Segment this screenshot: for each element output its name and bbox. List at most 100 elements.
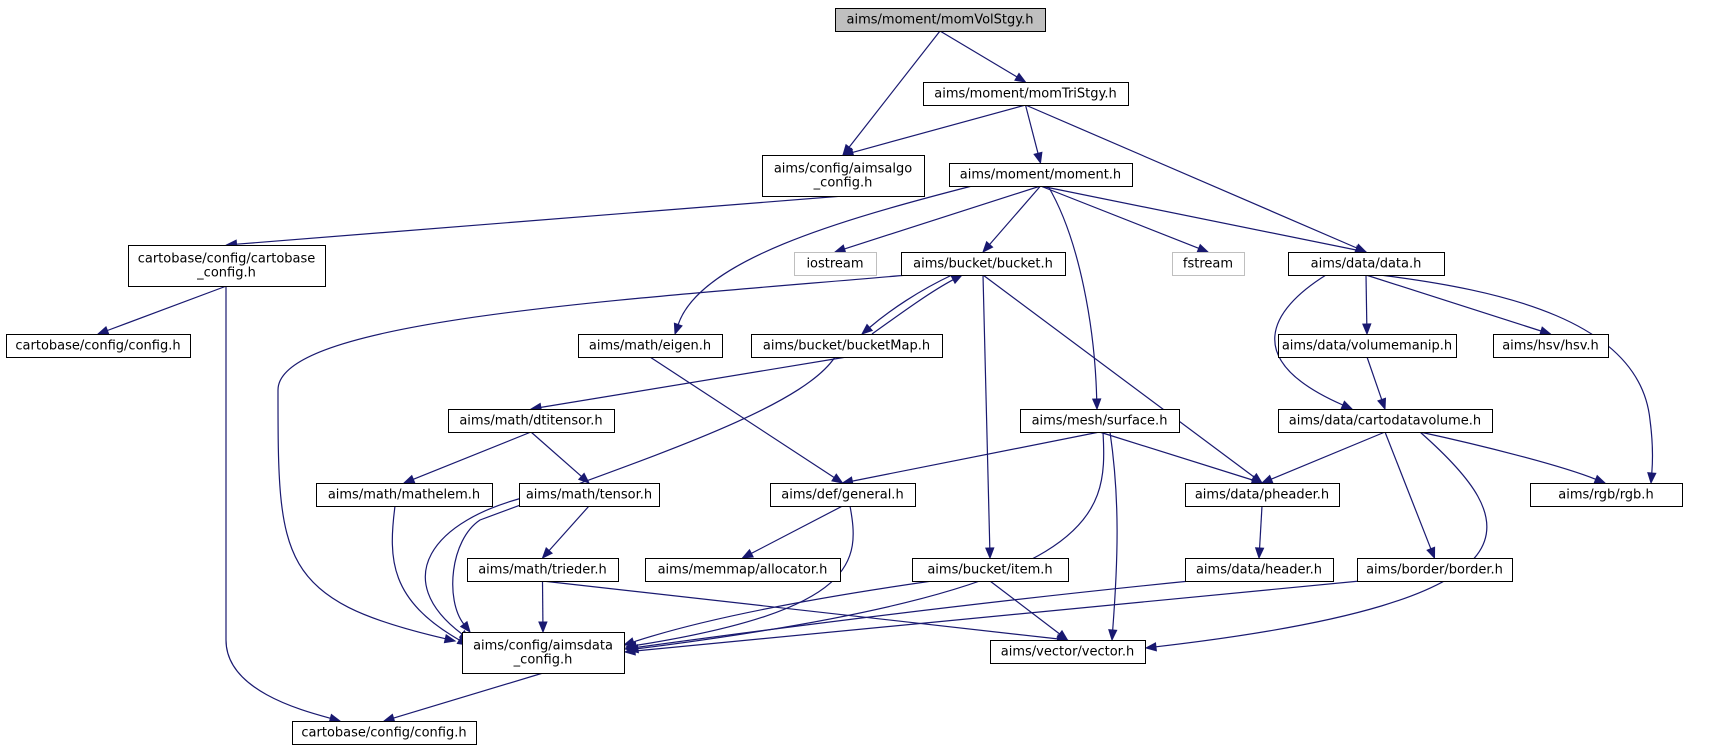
edge-arrowhead bbox=[622, 637, 636, 647]
node-momTriStgy[interactable]: aims/moment/momTriStgy.h bbox=[923, 82, 1129, 106]
node-momVolStgy[interactable]: aims/moment/momVolStgy.h bbox=[835, 8, 1046, 32]
edge-arrowhead bbox=[382, 713, 396, 723]
node-border[interactable]: aims/border/border.h bbox=[1357, 558, 1513, 582]
edge-moment-to-eigen bbox=[673, 185, 973, 336]
edge-line bbox=[982, 274, 991, 549]
node-label: aims/bucket/bucket.h bbox=[913, 257, 1053, 272]
node-label: aims/math/tensor.h bbox=[526, 488, 652, 503]
edges-layer bbox=[96, 30, 1657, 723]
node-cartobase-config[interactable]: cartobase/config/cartobase_config.h bbox=[128, 245, 326, 287]
node-data[interactable]: aims/data/data.h bbox=[1288, 252, 1445, 276]
node-moment[interactable]: aims/moment/moment.h bbox=[949, 163, 1133, 187]
edge-line bbox=[649, 356, 835, 479]
node-label: aims/moment/momVolStgy.h bbox=[847, 13, 1034, 28]
edge-line bbox=[542, 580, 1058, 640]
edge-moment-to-data bbox=[1040, 185, 1368, 255]
edge-arrowhead bbox=[860, 323, 874, 335]
node-rgb[interactable]: aims/rgb/rgb.h bbox=[1530, 483, 1683, 507]
node-tensor[interactable]: aims/math/tensor.h bbox=[519, 483, 660, 507]
node-label: aims/math/trieder.h bbox=[478, 563, 607, 578]
edge-general-to-allocator bbox=[741, 505, 843, 559]
edge-line bbox=[1379, 274, 1654, 474]
edge-line bbox=[1040, 185, 1199, 249]
edge-momVolStgy-to-momTriStgy bbox=[939, 30, 1027, 83]
edge-arrowhead bbox=[1091, 398, 1102, 411]
node-box bbox=[1278, 409, 1493, 433]
node-aimsalgo-config[interactable]: aims/config/aimsalgo_config.h bbox=[762, 155, 925, 197]
edge-arrowhead bbox=[1377, 397, 1387, 411]
node-label: aims/data/data.h bbox=[1311, 257, 1422, 272]
node-cartodatavolume[interactable]: aims/data/cartodatavolume.h bbox=[1278, 409, 1493, 433]
edge-surface-to-pheader bbox=[1099, 431, 1264, 485]
edge-line bbox=[634, 580, 1361, 652]
edge-arrowhead bbox=[831, 473, 844, 484]
edge-line bbox=[677, 185, 973, 325]
node-config-left[interactable]: cartobase/config/config.h bbox=[6, 334, 191, 358]
edge-line bbox=[1155, 431, 1488, 648]
node-pheader[interactable]: aims/data/pheader.h bbox=[1185, 483, 1340, 507]
node-label: aims/def/general.h bbox=[781, 488, 903, 503]
edge-line bbox=[107, 285, 227, 332]
edge-bucket-to-bucketMap bbox=[860, 274, 953, 335]
edge-line bbox=[1024, 104, 1039, 154]
node-dtitensor[interactable]: aims/math/dtitensor.h bbox=[448, 409, 615, 433]
edge-momTriStgy-to-moment bbox=[1024, 104, 1043, 165]
edge-arrowhead bbox=[950, 274, 964, 285]
node-hsv[interactable]: aims/hsv/hsv.h bbox=[1493, 334, 1609, 358]
node-allocator[interactable]: aims/memmap/allocator.h bbox=[645, 558, 841, 582]
edge-arrowhead bbox=[1033, 151, 1043, 165]
node-box bbox=[835, 8, 1046, 32]
node-volumemanip[interactable]: aims/data/volumemanip.h bbox=[1278, 334, 1457, 358]
edge-surface-to-vector bbox=[1108, 431, 1118, 642]
node-label: aims/config/aimsdata bbox=[473, 639, 613, 654]
node-label: aims/data/pheader.h bbox=[1195, 488, 1329, 503]
node-box bbox=[128, 245, 326, 287]
node-label: iostream bbox=[806, 257, 863, 272]
edge-line bbox=[871, 279, 954, 335]
edge-line bbox=[634, 580, 1191, 649]
edge-border-to-aimsdata_config bbox=[623, 580, 1361, 656]
node-box bbox=[1493, 334, 1609, 358]
node-eigen[interactable]: aims/math/eigen.h bbox=[578, 334, 723, 358]
edge-item-to-aimsdata_config bbox=[622, 580, 933, 647]
node-box bbox=[912, 558, 1069, 582]
node-box bbox=[923, 82, 1129, 106]
node-surface[interactable]: aims/mesh/surface.h bbox=[1020, 409, 1180, 433]
edge-arrowhead bbox=[1362, 323, 1372, 336]
node-box bbox=[762, 155, 925, 197]
edge-line bbox=[637, 431, 1105, 650]
edge-cartodatavolume-to-border bbox=[1384, 431, 1436, 560]
node-label: aims/hsv/hsv.h bbox=[1502, 339, 1599, 354]
node-header[interactable]: aims/data/header.h bbox=[1185, 558, 1334, 582]
edge-line bbox=[277, 274, 909, 640]
edge-cartodatavolume-to-vector bbox=[1144, 431, 1488, 652]
edge-line bbox=[751, 505, 843, 554]
node-item[interactable]: aims/bucket/item.h bbox=[912, 558, 1069, 582]
edge-arrowhead bbox=[541, 547, 553, 560]
node-mathelem[interactable]: aims/math/mathelem.h bbox=[316, 483, 493, 507]
edge-line bbox=[982, 274, 1255, 478]
node-label: aims/data/cartodatavolume.h bbox=[1289, 414, 1481, 429]
node-label: aims/mesh/surface.h bbox=[1032, 414, 1168, 429]
node-box bbox=[770, 483, 916, 507]
node-trieder[interactable]: aims/math/trieder.h bbox=[467, 558, 619, 582]
node-bucket[interactable]: aims/bucket/bucket.h bbox=[901, 252, 1066, 276]
node-box bbox=[1530, 483, 1683, 507]
edge-arrowhead bbox=[459, 620, 471, 634]
node-aimsdata-config[interactable]: aims/config/aimsdata_config.h bbox=[462, 632, 625, 674]
node-config-bottom[interactable]: cartobase/config/config.h bbox=[292, 721, 477, 745]
edge-line bbox=[413, 431, 532, 480]
edge-bucket-to-aimsdata_config bbox=[277, 274, 909, 644]
node-fstream: fstream bbox=[1172, 252, 1245, 276]
edge-line bbox=[1270, 431, 1386, 480]
edge-arrowhead bbox=[1108, 629, 1118, 642]
edge-arrowhead bbox=[1647, 472, 1657, 485]
node-bucketMap[interactable]: aims/bucket/bucketMap.h bbox=[751, 334, 943, 358]
node-box bbox=[578, 334, 723, 358]
edge-arrowhead bbox=[402, 474, 416, 484]
node-vector[interactable]: aims/vector/vector.h bbox=[990, 640, 1146, 664]
node-general[interactable]: aims/def/general.h bbox=[770, 483, 916, 507]
edge-arrowhead bbox=[623, 646, 636, 656]
node-label: aims/border/border.h bbox=[1366, 563, 1503, 578]
edge-arrowhead bbox=[1056, 629, 1069, 641]
